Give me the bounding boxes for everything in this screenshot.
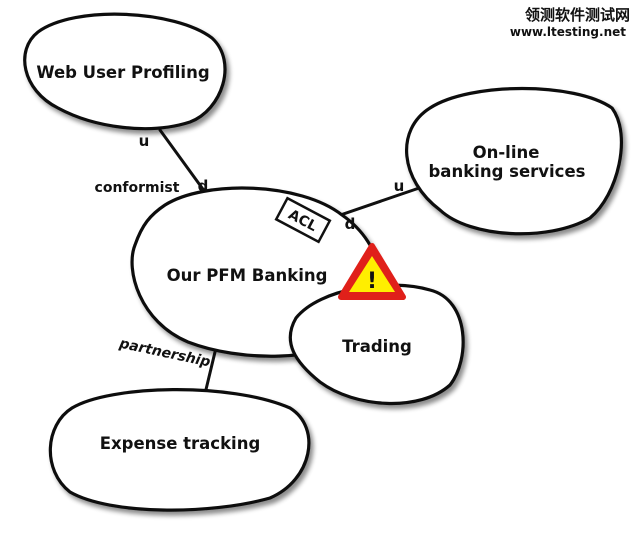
context-web-user-profiling[interactable] <box>23 12 227 131</box>
acl-box: ACL <box>274 196 332 244</box>
warning-icon[interactable]: ! <box>338 243 406 300</box>
online-downstream-label: d <box>345 215 356 233</box>
label-online-banking-1: On-line <box>473 143 540 162</box>
label-web-user-profiling: Web User Profiling <box>36 63 209 82</box>
conformist-label: conformist <box>95 180 180 196</box>
context-online-banking[interactable] <box>405 86 624 236</box>
context-expense-tracking[interactable] <box>48 388 311 512</box>
online-upstream-label: u <box>394 177 405 195</box>
warning-symbol: ! <box>367 269 377 294</box>
profiling-connector <box>158 128 207 194</box>
watermark-url: www.ltesting.net <box>510 25 626 39</box>
profiling-upstream-label: u <box>139 132 150 150</box>
label-trading: Trading <box>342 337 412 356</box>
profiling-downstream-label: d <box>198 177 209 195</box>
label-pfm-banking: Our PFM Banking <box>167 266 328 285</box>
watermark-title: 领测软件测试网 <box>524 6 630 24</box>
label-online-banking-2: banking services <box>429 162 586 181</box>
label-expense-tracking: Expense tracking <box>100 434 261 453</box>
